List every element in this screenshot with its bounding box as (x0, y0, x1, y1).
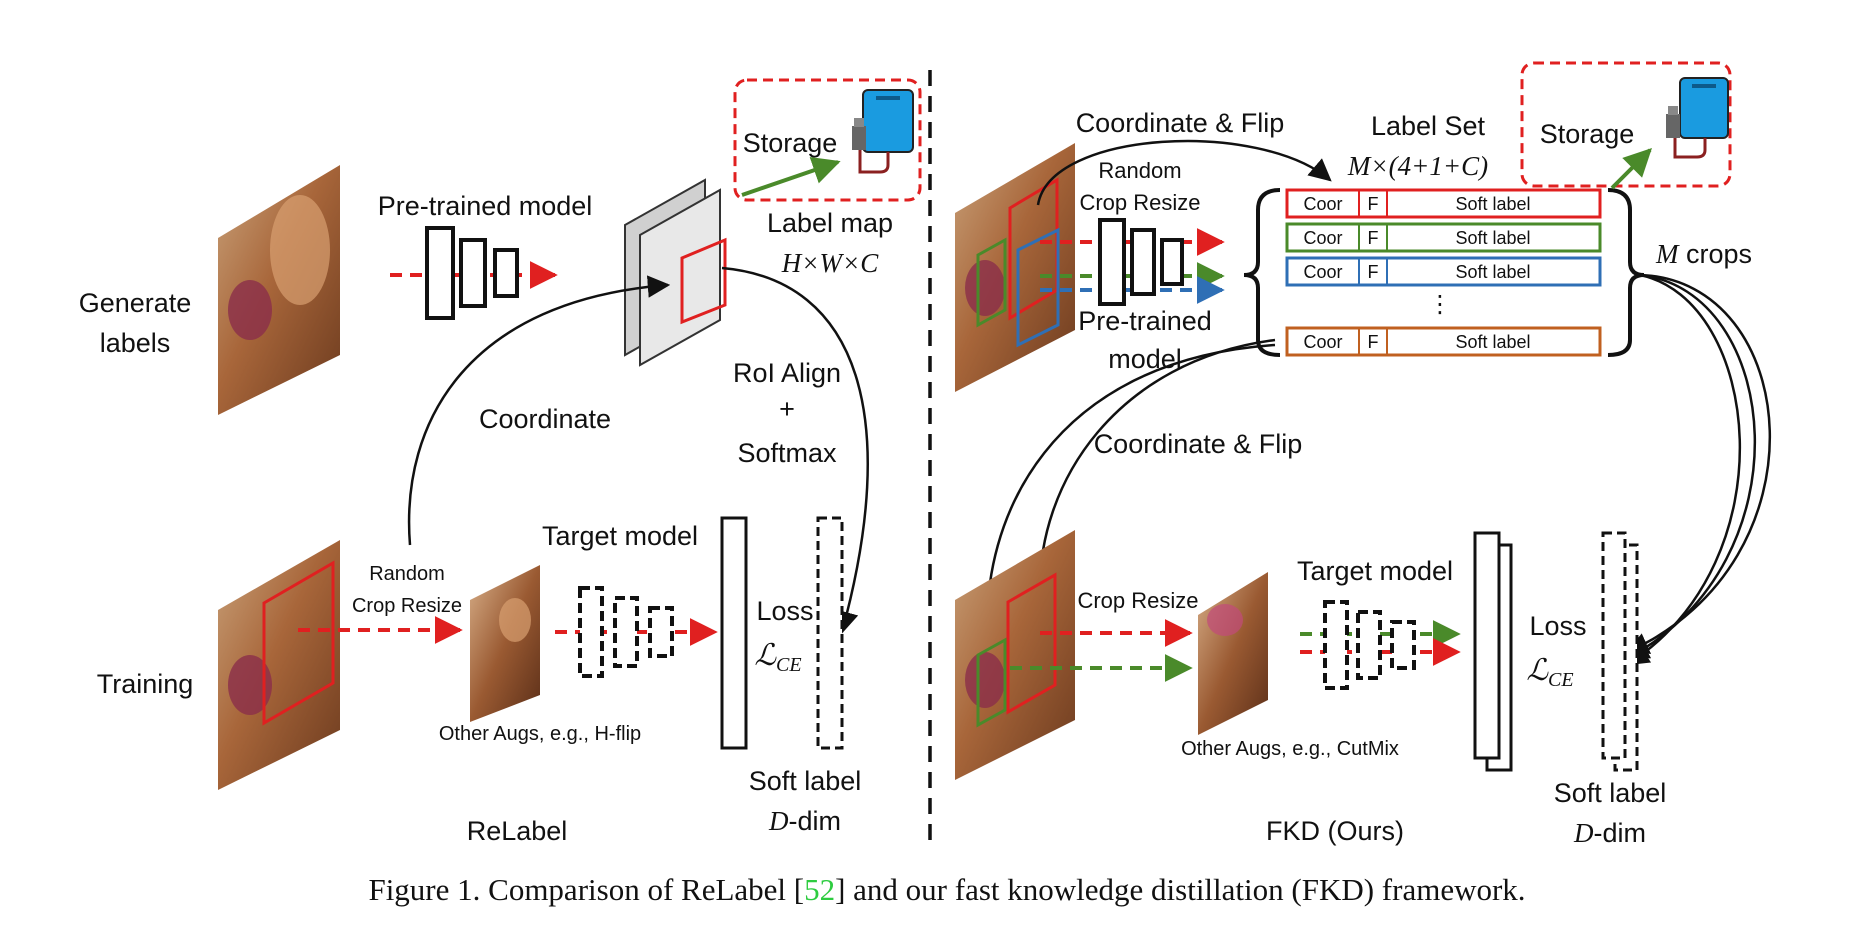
relabel-soft-label-bar (816, 516, 844, 750)
fkd-storage-label: Storage (1540, 119, 1635, 149)
label-row-coor: Coor (1303, 194, 1342, 214)
relabel-loss-label: Loss (756, 596, 813, 626)
label-set-right-brace (1607, 188, 1645, 357)
label-set-row: Coor F Soft label (1285, 188, 1602, 219)
fkd-random-crop-line2: Crop Resize (1079, 190, 1200, 215)
label-row-soft-label: Soft label (1455, 332, 1530, 352)
roi-align-line2: + (779, 394, 795, 424)
m-crops-arrow-2 (1626, 273, 1757, 660)
label-row-flag: F (1368, 228, 1379, 248)
training-label: Training (97, 669, 194, 699)
squirrel-image-bottom (218, 540, 340, 790)
label-set-ellipsis: ⋮ (1428, 291, 1452, 318)
m-crops-arrow-3 (1626, 273, 1742, 666)
relabel-storage-label: Storage (743, 128, 838, 158)
fkd-soft-label-dim: D-dim (1573, 818, 1646, 848)
fkd-pretrained-line2: model (1108, 344, 1182, 374)
relabel-coordinate-arrow (407, 275, 671, 546)
fkd-loss-label: Loss (1529, 611, 1586, 641)
relabel-store-arrow (741, 156, 841, 197)
generate-labels-line1: Generate (79, 288, 192, 318)
label-row-flag: F (1368, 194, 1379, 214)
fkd-crop-resize-label: Crop Resize (1077, 588, 1198, 613)
label-set-row: Coor F Soft label (1285, 256, 1602, 287)
label-map-planes (624, 178, 727, 367)
fkd-coordinate-flip-mid: Coordinate & Flip (1094, 429, 1303, 459)
roi-align-arrow (721, 266, 869, 635)
fkd-store-arrow (1610, 148, 1652, 190)
fkd-other-augs: Other Augs, e.g., CutMix (1181, 738, 1399, 760)
m-crops-arrow-1 (1625, 273, 1771, 654)
relabel-soft-label-label: Soft label (749, 766, 862, 796)
fkd-storage-device-icon (1666, 77, 1729, 159)
label-set-row: Coor F Soft label (1285, 222, 1602, 253)
label-set-left-brace (1243, 188, 1281, 357)
generate-labels-line2: labels (100, 328, 171, 358)
relabel-random-crop-line1: Random (369, 563, 445, 585)
roi-align-line3: Softmax (737, 438, 837, 468)
squirrel-image-top (218, 165, 340, 415)
label-row-flag: F (1368, 332, 1379, 352)
label-map-dims: H×W×C (781, 248, 879, 278)
fkd-cropped-image (1198, 572, 1268, 735)
fkd-target-model-blocks (1300, 600, 1461, 690)
relabel-target-model-label: Target model (542, 521, 698, 551)
m-crops-label: M crops (1655, 239, 1752, 269)
pretrained-model-label: Pre-trained model (378, 191, 593, 221)
pretrained-model-blocks (390, 226, 558, 320)
fkd-pretrained-line1: Pre-trained (1078, 306, 1212, 336)
roi-align-line1: RoI Align (733, 358, 841, 388)
label-row-coor: Coor (1303, 262, 1342, 282)
figure-caption: Figure 1. Comparison of ReLabel [52] and… (368, 872, 1525, 907)
relabel-coordinate-label: Coordinate (479, 404, 611, 434)
fkd-soft-label-label: Soft label (1554, 778, 1667, 808)
fkd-coordinate-flip-top-arrow (1036, 139, 1332, 206)
relabel-soft-label-dim: D-dim (768, 806, 841, 836)
fkd-name: FKD (Ours) (1266, 816, 1404, 846)
relabel-other-augs: Other Augs, e.g., H-flip (439, 723, 641, 745)
fkd-panel: Coordinate & Flip Random Crop Resize Pre… (955, 61, 1771, 848)
relabel-panel: Generate labels Pre-trained model Storag… (79, 78, 922, 846)
relabel-loss-symbol: ℒCE (754, 639, 801, 676)
label-map-label: Label map (767, 208, 893, 238)
fkd-soft-label-bar-front (1601, 531, 1627, 760)
label-set-dims: M×(4+1+C) (1347, 151, 1488, 181)
fkd-target-model-label: Target model (1297, 556, 1453, 586)
label-set-row: Coor F Soft label (1285, 326, 1602, 357)
label-row-flag: F (1368, 262, 1379, 282)
fkd-coordinate-flip-arrow-2 (1027, 338, 1276, 603)
fkd-pretrained-model-blocks (1040, 218, 1225, 306)
label-row-coor: Coor (1303, 228, 1342, 248)
fkd-loss-symbol: ℒCE (1526, 654, 1573, 691)
fkd-squirrel-image-bottom (955, 530, 1075, 780)
fkd-random-crop-line1: Random (1098, 158, 1181, 183)
label-set-label: Label Set (1371, 111, 1486, 141)
fkd-coordinate-flip-top: Coordinate & Flip (1076, 108, 1285, 138)
relabel-random-crop-line2: Crop Resize (352, 595, 462, 617)
label-row-soft-label: Soft label (1455, 194, 1530, 214)
fkd-squirrel-image-top (955, 143, 1075, 392)
relabel-cropped-image (470, 565, 540, 722)
relabel-storage-device-icon (852, 89, 914, 174)
relabel-target-model-blocks (555, 586, 718, 678)
label-row-coor: Coor (1303, 332, 1342, 352)
fkd-output-bar-front (1473, 531, 1501, 760)
label-row-soft-label: Soft label (1455, 262, 1530, 282)
relabel-name: ReLabel (467, 816, 568, 846)
relabel-storage-box (733, 78, 922, 202)
label-row-soft-label: Soft label (1455, 228, 1530, 248)
relabel-output-bar (720, 516, 748, 750)
